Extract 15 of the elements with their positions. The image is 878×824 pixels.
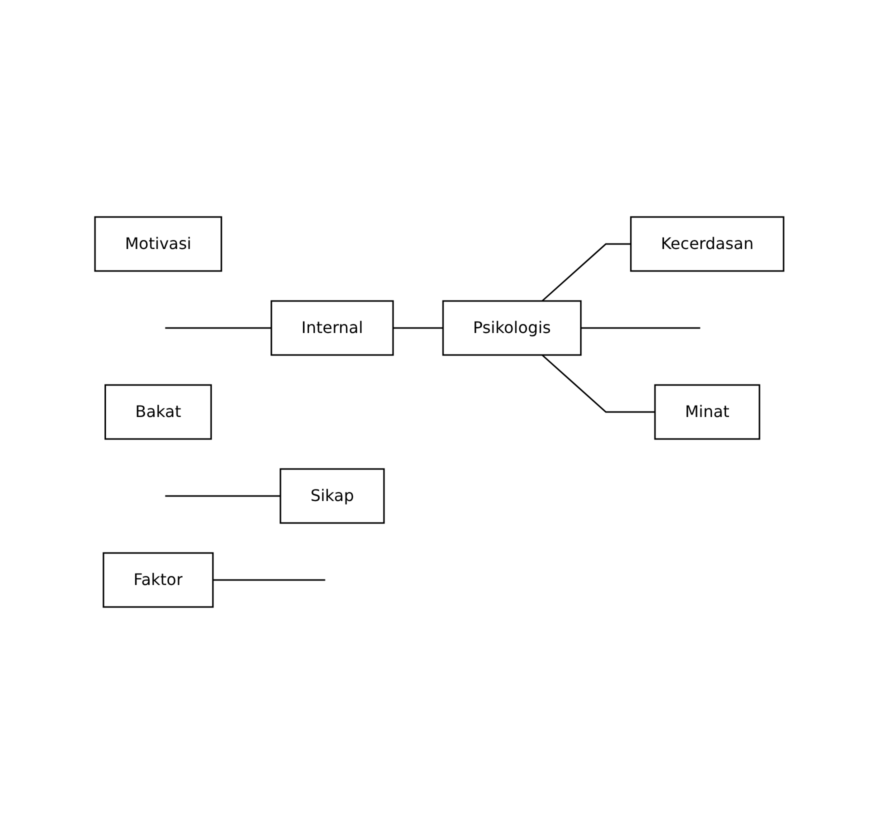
connector [212,579,325,581]
node-box: Kecerdasan [630,216,784,272]
connector [541,354,655,413]
connector [392,327,443,329]
node-box: Sikap [279,468,384,524]
node-box: Bakat [104,384,212,440]
connector [164,495,280,497]
connector [580,327,700,329]
connector [164,327,272,329]
node-box: Psikologis [442,300,582,356]
node-box: Motivasi [94,216,222,272]
node-box: Internal [270,300,394,356]
node-box: Minat [654,384,760,440]
node-box: Faktor [102,552,214,608]
connector [541,243,631,302]
